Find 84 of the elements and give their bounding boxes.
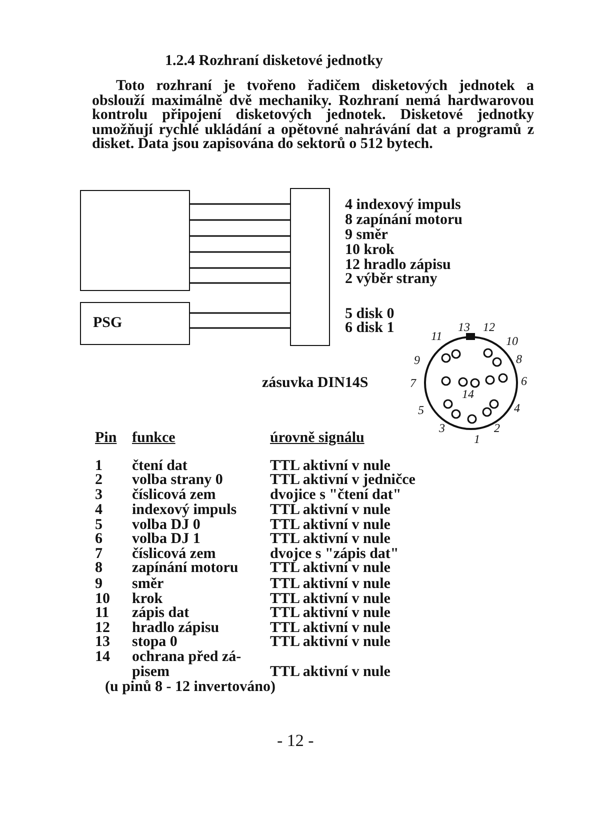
table-cell: 10 (95, 592, 110, 607)
pin-number: 13 (458, 320, 470, 335)
table-cell: 12 (95, 621, 110, 636)
pin-number: 5 (418, 403, 424, 418)
table-cell-text: ochrana před zá- pisem (132, 650, 242, 680)
table-cell: čtení dat (132, 459, 188, 474)
pin-number: 2 (494, 421, 500, 436)
pin-number: 10 (506, 334, 518, 349)
pin-label: 8 zapínání motoru (345, 213, 463, 228)
table-cell: TTL aktivní v nule (270, 459, 390, 474)
wire (190, 235, 290, 237)
table-cell: TTL aktivní v nule (270, 561, 390, 576)
pin-label: 2 výběr strany (345, 272, 438, 287)
table-cell: dvojice s "čtení dat" (270, 488, 402, 503)
pin-number: 8 (516, 352, 522, 367)
table-cell: 4 (95, 503, 102, 518)
chip-box (80, 190, 190, 291)
wire (190, 203, 290, 205)
table-cell: číslicová zem (132, 488, 216, 503)
pin-label: 10 krok (345, 243, 394, 258)
table-cell: TTL aktivní v nule (270, 635, 390, 650)
table-cell: 13 (95, 635, 110, 650)
table-cell: TTL aktivní v nule (270, 606, 390, 621)
pin-number: 3 (439, 421, 445, 436)
socket-label: zásuvka DIN14S (262, 376, 368, 391)
pin-number: 9 (414, 353, 420, 368)
wire (190, 312, 290, 314)
table-cell: dvojce s "zápis dat" (270, 547, 399, 562)
pin-label: 9 směr (345, 228, 388, 243)
pin-label: 5 disk 0 (345, 307, 394, 322)
table-cell: indexový impuls (132, 503, 237, 518)
pin-number: 7 (410, 376, 416, 391)
table-cell: 7 (95, 547, 102, 562)
table-cell: 9 (95, 577, 102, 592)
table-cell: TTL aktivní v jedničce (270, 473, 416, 488)
table-cell: volba DJ 1 (132, 532, 200, 547)
table-cell: TTL aktivní v nule (270, 592, 390, 607)
column-header: funkce (132, 431, 176, 446)
wire (190, 267, 290, 269)
table-cell: 11 (95, 606, 110, 621)
table-cell: stopa 0 (132, 635, 178, 650)
chip-label: PSG (93, 315, 122, 332)
pin-number: 12 (483, 320, 495, 335)
pin-label: 12 hradlo zápisu (345, 258, 451, 273)
table-cell: volba strany 0 (132, 473, 223, 488)
table-cell: TTL aktivní v nule (270, 665, 390, 680)
page-number: - 12 - (277, 733, 314, 748)
connector-block (290, 188, 330, 346)
wire (190, 219, 290, 221)
chip-box (80, 302, 190, 345)
table-cell: 1 (95, 459, 102, 474)
wire (190, 282, 290, 284)
table-cell: TTL aktivní v nule (270, 532, 390, 547)
column-header: Pin (95, 431, 117, 446)
table-cell: TTL aktivní v nule (270, 577, 390, 592)
pin-label: 4 indexový impuls (345, 198, 461, 213)
pin-number: 4 (514, 401, 520, 416)
column-header: úrovně signálu (270, 431, 364, 446)
table-cell: TTL aktivní v nule (270, 621, 390, 636)
footnote: (u pinů 8 - 12 invertováno) (105, 680, 276, 695)
table-cell: krok (132, 592, 163, 607)
pin-number: 14 (462, 387, 474, 402)
wire (190, 251, 290, 253)
table-cell: směr (132, 577, 164, 592)
pin-label: 6 disk 1 (345, 321, 394, 336)
table-cell: zápis dat (132, 606, 190, 621)
table-cell: 5 (95, 518, 102, 533)
table-cell: zapínání motoru (132, 561, 238, 576)
section-heading: 1.2.4 Rozhraní disketové jednotky (165, 54, 383, 69)
table-cell: číslicová zem (132, 547, 216, 562)
table-cell: TTL aktivní v nule (270, 503, 390, 518)
table-cell: 3 (95, 488, 102, 503)
table-cell: 6 (95, 532, 102, 547)
pin-number: 6 (521, 374, 527, 389)
wire (190, 327, 290, 329)
table-cell: volba DJ 0 (132, 518, 200, 533)
pin-number: 1 (474, 432, 480, 447)
table-cell: 2 (95, 473, 102, 488)
table-cell: 8 (95, 561, 102, 576)
table-cell: TTL aktivní v nule (270, 518, 390, 533)
body-paragraph: Toto rozhraní je tvořeno řadičem disketových jednotek a obslouží maximálně dvě mechaniky. Rozhraní nemá hardwarovou kontrolu připojení disketových jednotek. Disketové jednotky umožňují rychlé ukládání a opětovné nahrávání dat a programů z disket. Data jsou zapisována do sektorů o 512 bytech. (92, 79, 534, 152)
table-cell: hradlo zápisu (132, 621, 220, 636)
table-cell: 14 (95, 650, 110, 665)
pin-number: 11 (431, 329, 442, 344)
